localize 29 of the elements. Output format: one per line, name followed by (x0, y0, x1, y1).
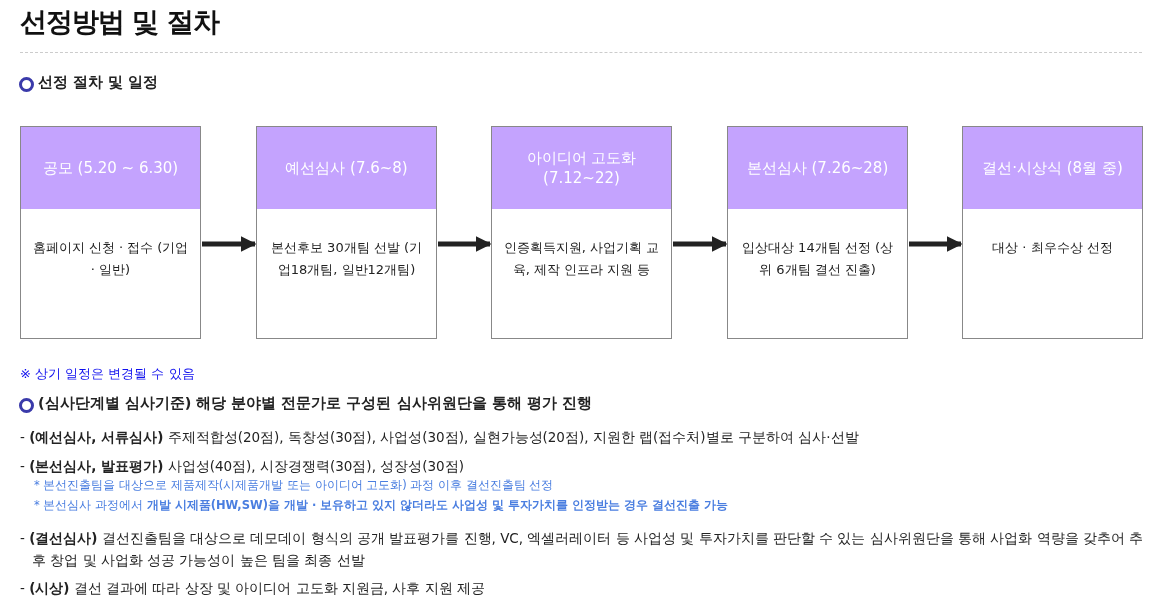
stage-description: 본선후보 30개팀 선발 (기업18개팀, 일반12개팀) (270, 239, 423, 279)
arrow (438, 236, 492, 252)
stage-title: 아이디어 고도화 (7.12~22) (525, 148, 638, 188)
stage-box (727, 126, 908, 339)
stage-title: 결선·시상식 (8월 중) (982, 158, 1123, 178)
stage-box (491, 126, 672, 339)
section-heading: (심사단계별 심사기준) 해당 분야별 전문가로 구성된 심사위원단을 통해 평가 진행 (38, 394, 592, 413)
stage-title: 예선심사 (7.6~8) (285, 158, 408, 178)
criteria-item: - (본선심사, 발표평가) 사업성(40점), 시장경쟁력(30점), 성장성(30점) (20, 457, 465, 476)
stage-box (962, 126, 1143, 339)
criteria-item: - (시상) 결선 결과에 따라 상장 및 아이디어 고도화 지원금, 사후 지원 제공 (20, 579, 486, 598)
arrow (202, 236, 257, 252)
section-heading: 선정 절차 및 일정 (38, 73, 159, 92)
stage-title: 공모 (5.20 ~ 6.30) (42, 158, 179, 178)
note: ※ 상기 일정은 변경될 수 있음 (20, 365, 195, 383)
stage-title: 본선심사 (7.26~28) (746, 158, 889, 178)
stage-description: 대상 · 최우수상 선정 (991, 239, 1114, 257)
page-title: 선정방법 및 절차 (20, 5, 219, 39)
stage-description: 입상대상 14개팀 선정 (상위 6개팀 결선 진출) (741, 239, 894, 279)
footnote: * 본선심사 과정에서 개발 시제품(HW,SW)을 개발 · 보유하고 있지 않더라도 사업성 및 투자가치를 인정받는 경우 결선진출 가능 (34, 498, 729, 513)
arrow (909, 236, 963, 252)
stage-box (256, 126, 437, 339)
arrow (673, 236, 728, 252)
stage-description: 인증획득지원, 사업기획 교육, 제작 인프라 지원 등 (502, 239, 661, 279)
stage-box (20, 126, 201, 339)
criteria-item: - (결선심사) 결선진출팀을 대상으로 데모데이 형식의 공개 발표평가를 진행, VC, 엑셀러레이터 등 사업성 및 투자가치를 판단할 수 있는 심사위원단을 통해 사업화 역량을 갖추어 추후 창업 및 사업화 성공 가능성이 높은 팀을 최종 선발 (20, 529, 1145, 570)
stage-description: 홈페이지 신청 · 접수 (기업 · 일반) (31, 239, 190, 279)
criteria-item: - (예선심사, 서류심사) 주제적합성(20점), 독창성(30점), 사업성(30점), 실현가능성(20점), 지원한 랩(접수처)별로 구분하여 심사·선발 (20, 428, 860, 447)
footnote: * 본선진출팀을 대상으로 제품제작(시제품개발 또는 아이디어 고도화) 과정 이후 결선진출팀 선정 (34, 478, 554, 493)
